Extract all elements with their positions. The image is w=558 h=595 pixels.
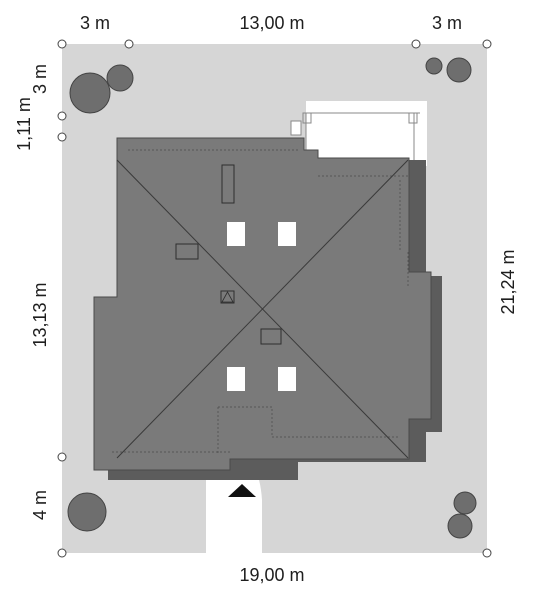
tree-icon [67, 492, 107, 532]
chimney [260, 328, 282, 345]
vent-mark [221, 291, 234, 303]
terrace [306, 101, 427, 166]
chimney [175, 243, 199, 260]
roof-hip-line [116, 159, 409, 459]
dimension-top-left: 3 m [80, 13, 110, 33]
terrace-column-left [302, 112, 312, 124]
terrace-step [290, 120, 302, 136]
terrace-column-right [408, 112, 418, 124]
skylight [278, 367, 296, 391]
dimension-left-second: 1,11 m [14, 97, 34, 151]
dimension-left-top: 3 m [30, 64, 50, 94]
chimney [221, 164, 235, 204]
skylight [227, 222, 245, 246]
dimension-markers [57, 39, 492, 558]
skylight [227, 367, 245, 391]
roof-eave-line [112, 149, 409, 455]
vent [220, 290, 235, 304]
entrance-path-curve [248, 460, 262, 553]
dimension-right: 21,24 m [498, 249, 518, 314]
dimension-left-middle: 13,13 m [30, 282, 50, 347]
dimension-top-middle: 13,00 m [239, 13, 304, 33]
tree-icon [447, 491, 477, 539]
dimension-left-bottom: 4 m [30, 490, 50, 520]
tree-icon [425, 57, 472, 83]
roof [93, 137, 432, 471]
triangle-arrow-icon [228, 484, 256, 497]
tree-icon [69, 64, 134, 114]
dimension-top-right: 3 m [432, 13, 462, 33]
skylight [278, 222, 296, 246]
dimension-bottom: 19,00 m [239, 565, 304, 585]
